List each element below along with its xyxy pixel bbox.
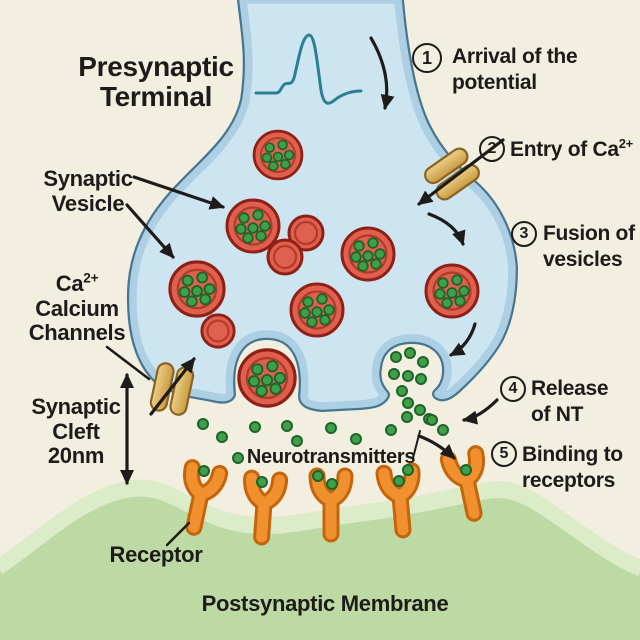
step-2-badge: 2 (479, 136, 505, 162)
synaptic-vesicle (200, 313, 236, 349)
synaptic-vesicle (168, 260, 226, 318)
arrows (105, 36, 505, 547)
label-calcium-channels: Ca2+ Calcium Channels (28, 270, 126, 346)
arrow-step1 (369, 36, 395, 110)
synaptic-vesicle (340, 226, 396, 282)
action-potential-trace (254, 33, 363, 105)
presynaptic-terminal-shape (126, 0, 518, 412)
leader-calcium-channels (105, 345, 151, 381)
arrow-step5-binding (417, 434, 456, 460)
label-postsynaptic-membrane: Postsynaptic Membrane (201, 591, 449, 616)
step-4-badge: 4 (500, 376, 526, 402)
step-3-badge: 3 (511, 221, 537, 247)
leader-receptor (165, 521, 191, 547)
label-neurotransmitters: Neurotransmitters (246, 446, 416, 468)
synaptic-vesicle (289, 282, 345, 338)
arrow-vesicle-label-2 (125, 203, 175, 259)
docked-vesicle (237, 348, 297, 408)
step-2-label: Entry of Ca2+ (510, 136, 633, 161)
label-synaptic-vesicle: Synaptic Vesicle (43, 166, 133, 216)
step-1-badge: 1 (412, 43, 442, 73)
leader-neurotransmitters (412, 430, 421, 459)
arrow-lower-channel (149, 357, 196, 416)
arrow-vesicle-to-pocket (449, 322, 477, 357)
synaptic-vesicle (252, 129, 304, 181)
label-presynaptic-terminal: Presynaptic Terminal (78, 51, 234, 112)
label-synaptic-cleft: Synaptic Cleft 20nm (31, 394, 121, 469)
label-receptor: Receptor (109, 542, 203, 567)
synaptic-vesicle (424, 263, 480, 319)
postsynaptic-membrane-shape (0, 483, 640, 640)
synaptic-vesicle (266, 238, 304, 276)
arrow-step4-release (462, 398, 499, 425)
arrow-channel-to-vesicle (427, 212, 466, 246)
arrow-vesicle-label-1 (132, 175, 225, 210)
synaptic-vesicle (225, 198, 281, 254)
step-5-badge: 5 (491, 441, 517, 467)
